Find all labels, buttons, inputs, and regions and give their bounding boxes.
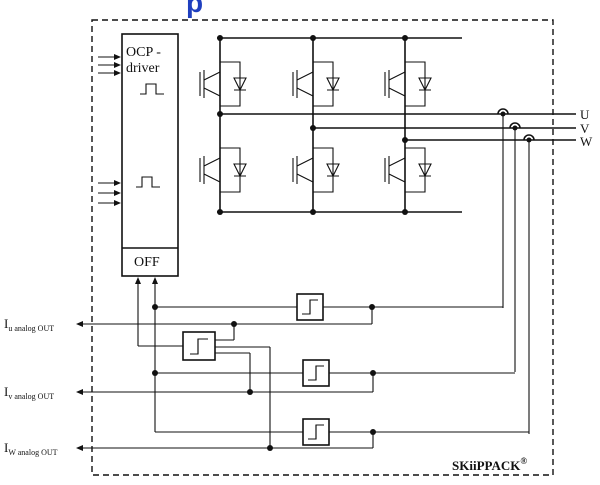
title-fragment: p [186, 0, 203, 18]
output-u-label: U [580, 107, 590, 122]
off-label: OFF [134, 255, 160, 270]
analog-out-u-label: Iu analog OUT [4, 316, 54, 333]
igbt-cell [199, 147, 247, 193]
analog-out-arrows [76, 321, 83, 451]
comparator-w [80, 418, 529, 449]
analog-out-w-label: IW analog OUT [4, 440, 58, 457]
igbt-cell [292, 147, 340, 193]
summing-comparator [80, 282, 372, 451]
igbt-cell [384, 147, 432, 193]
driver-input-arrows [98, 54, 121, 206]
output-w-label: W [580, 134, 593, 149]
pulse-icon [136, 176, 160, 188]
ocp-driver-block: OCP - driver OFF [121, 33, 179, 277]
pulse-icon [140, 83, 164, 95]
driver-title-line2: driver [126, 61, 160, 76]
igbt-cell [384, 61, 432, 107]
igbt-cell [199, 61, 247, 107]
module-boundary [91, 19, 554, 476]
off-feedback-arrows [135, 277, 158, 432]
module-name: SKiiPPACK® [452, 456, 527, 473]
comparator-u [152, 293, 503, 324]
analog-out-v-label: Iv analog OUT [4, 384, 54, 401]
current-sensors [497, 108, 535, 434]
output-v-label: V [580, 121, 590, 136]
igbt-bridge [199, 35, 576, 215]
igbt-cell [292, 61, 340, 107]
comparator-v [80, 359, 515, 393]
driver-title-line1: OCP - [126, 45, 161, 60]
